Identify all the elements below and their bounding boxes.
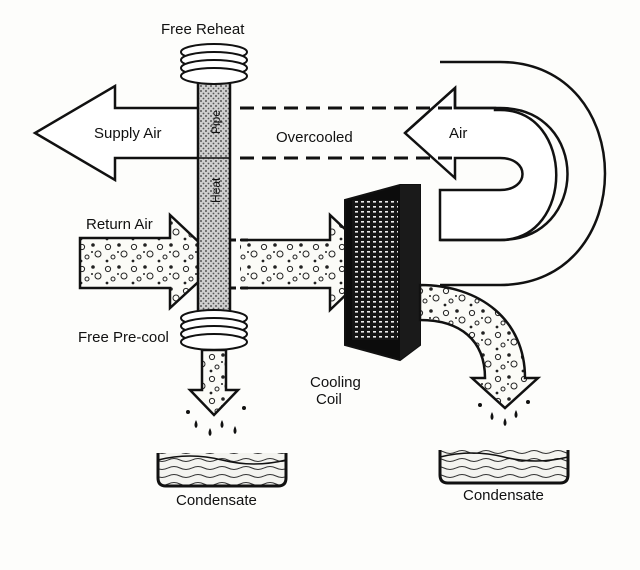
u-band-inner-edge bbox=[404, 85, 569, 242]
cooling-coil bbox=[344, 184, 421, 362]
free-precool-label: Free Pre-cool bbox=[78, 329, 169, 346]
return-air-label: Return Air bbox=[86, 216, 153, 233]
right-condensate-flow bbox=[418, 283, 542, 426]
left-condensate-drip bbox=[186, 348, 246, 436]
heat-pipe: Pipe Heat bbox=[180, 43, 248, 351]
condensate-left-label: Condensate bbox=[176, 492, 257, 509]
cooling-coil-label-line2: Coil bbox=[316, 391, 342, 408]
supply-air-flow bbox=[32, 60, 607, 287]
cooling-coil-label-line1: Cooling bbox=[310, 374, 361, 391]
pipe-text-bottom: Heat bbox=[209, 177, 223, 203]
air-label: Air bbox=[449, 125, 467, 142]
supply-air-label: Supply Air bbox=[94, 125, 162, 142]
u-band-outer-edge bbox=[440, 60, 607, 287]
air-return-u-band bbox=[403, 85, 558, 242]
heat-pipe-body bbox=[196, 70, 232, 324]
free-reheat-label: Free Reheat bbox=[161, 21, 245, 38]
reheat-cap bbox=[180, 43, 248, 85]
condensate-right-label: Condensate bbox=[463, 487, 544, 504]
right-drip-arrow bbox=[418, 283, 542, 410]
pipe-text-top: Pipe bbox=[209, 110, 223, 134]
left-condensate-pan bbox=[156, 453, 288, 488]
supply-air-arrow bbox=[32, 83, 200, 183]
overcooled-label: Overcooled bbox=[276, 129, 353, 146]
precool-cap bbox=[180, 309, 248, 351]
left-drip-arrow bbox=[187, 348, 241, 417]
return-air-arrow bbox=[78, 212, 222, 311]
right-condensate-pan bbox=[438, 450, 570, 485]
